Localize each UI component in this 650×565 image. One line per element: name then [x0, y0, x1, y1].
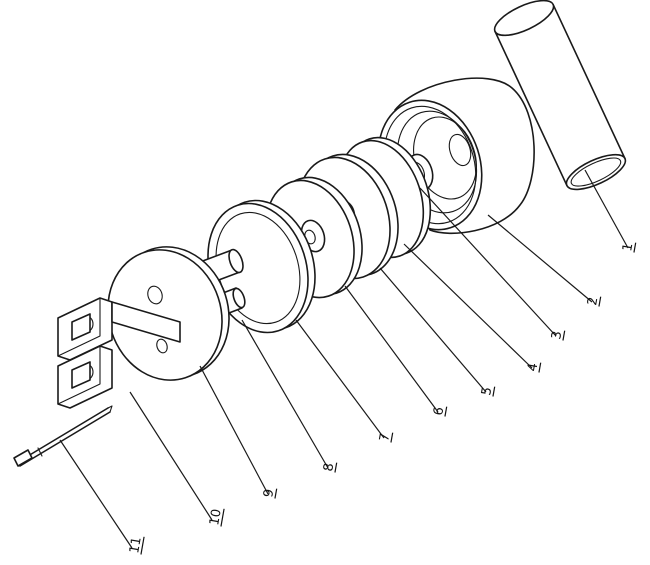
part-label-7: 7 — [377, 432, 393, 443]
svg-text:7: 7 — [377, 432, 393, 443]
svg-text:10: 10 — [207, 508, 225, 527]
svg-text:5: 5 — [479, 386, 495, 397]
part-label-2: 2 — [585, 296, 601, 307]
part-label-10: 10 — [207, 508, 225, 527]
svg-text:1: 1 — [620, 242, 636, 253]
part-label-3: 3 — [549, 330, 565, 341]
part-label-1: 1 — [620, 242, 636, 253]
part-10-brackets — [57, 297, 181, 409]
part-9-end-plate — [107, 246, 230, 381]
part-label-4: 4 — [525, 362, 541, 373]
svg-text:8: 8 — [321, 462, 337, 473]
svg-text:11: 11 — [127, 536, 145, 555]
part-label-8: 8 — [321, 462, 337, 473]
part-label-11: 11 — [127, 536, 145, 555]
svg-text:2: 2 — [585, 296, 601, 307]
leader-lines — [59, 169, 629, 549]
svg-text:3: 3 — [549, 330, 565, 341]
part-11-pin — [13, 405, 113, 467]
part-1-tube — [493, 0, 627, 191]
part-label-6: 6 — [431, 406, 447, 417]
part-label-5: 5 — [479, 386, 495, 397]
svg-text:6: 6 — [431, 406, 447, 417]
svg-text:4: 4 — [525, 362, 541, 373]
svg-text:9: 9 — [261, 488, 277, 499]
part-label-9: 9 — [261, 488, 277, 499]
